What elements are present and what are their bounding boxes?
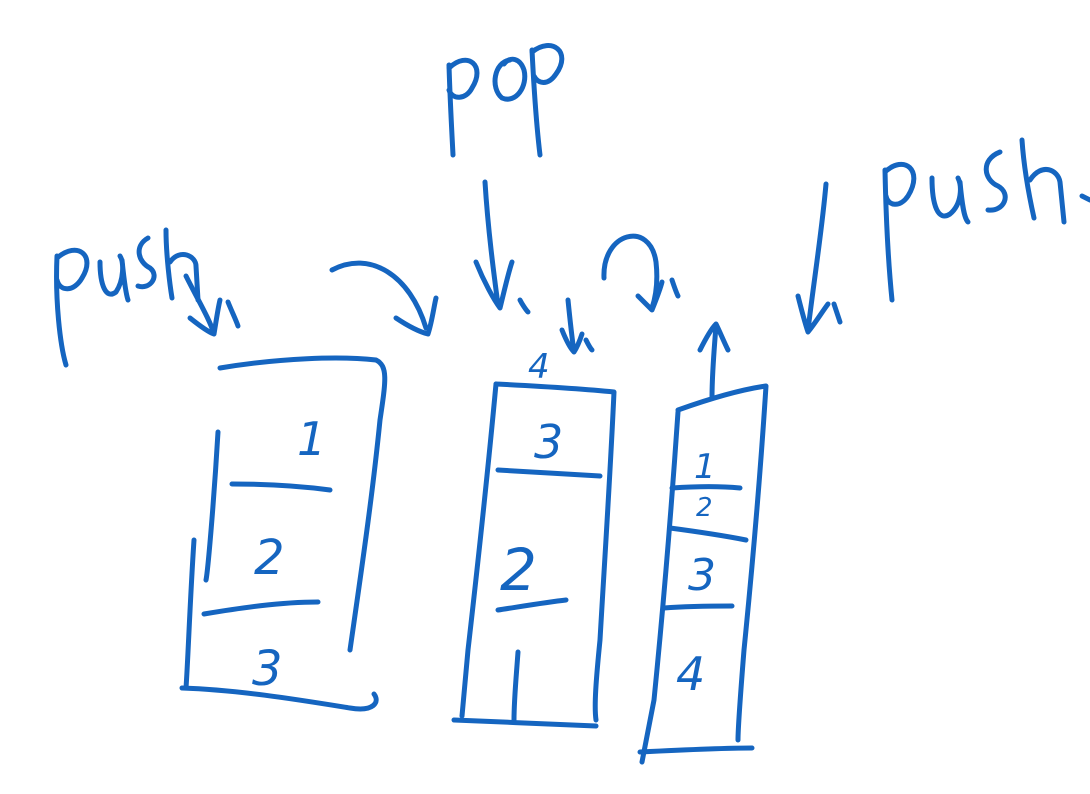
right-stack-cell-2: 2: [696, 493, 713, 523]
pop-arrow-icon: [473, 179, 531, 315]
right-stack-cell-1: 1: [694, 447, 716, 487]
push-label-left: push: [54, 227, 201, 368]
middle-stack-cell-1: 3: [534, 415, 563, 469]
transfer-arrow-icon: [329, 260, 439, 337]
left-stack: 1 2 3: [179, 355, 388, 712]
pop-up-arrow-icon: [697, 321, 731, 401]
right-stack-cell-4: 4: [676, 647, 705, 701]
left-stack-cell-2: 2: [254, 530, 285, 586]
right-stack: 1 2 3 4: [637, 383, 769, 765]
middle-stack: 4 3 2: [451, 347, 617, 729]
left-stack-cell-1: 1: [297, 412, 326, 466]
push-right-arrow-icon: [795, 181, 843, 335]
incoming-down-arrow-icon: [559, 297, 595, 355]
push-left-arrow-icon: [183, 273, 241, 337]
left-stack-cell-3: 3: [252, 641, 283, 697]
pop-label: pop: [446, 43, 565, 158]
middle-stack-cell-2: 2: [500, 536, 537, 604]
middle-stack-incoming: 4: [528, 347, 550, 387]
loop-arrow-icon: [601, 233, 681, 313]
right-stack-cell-3: 3: [688, 550, 716, 601]
push-label-right: push: [882, 137, 1090, 303]
